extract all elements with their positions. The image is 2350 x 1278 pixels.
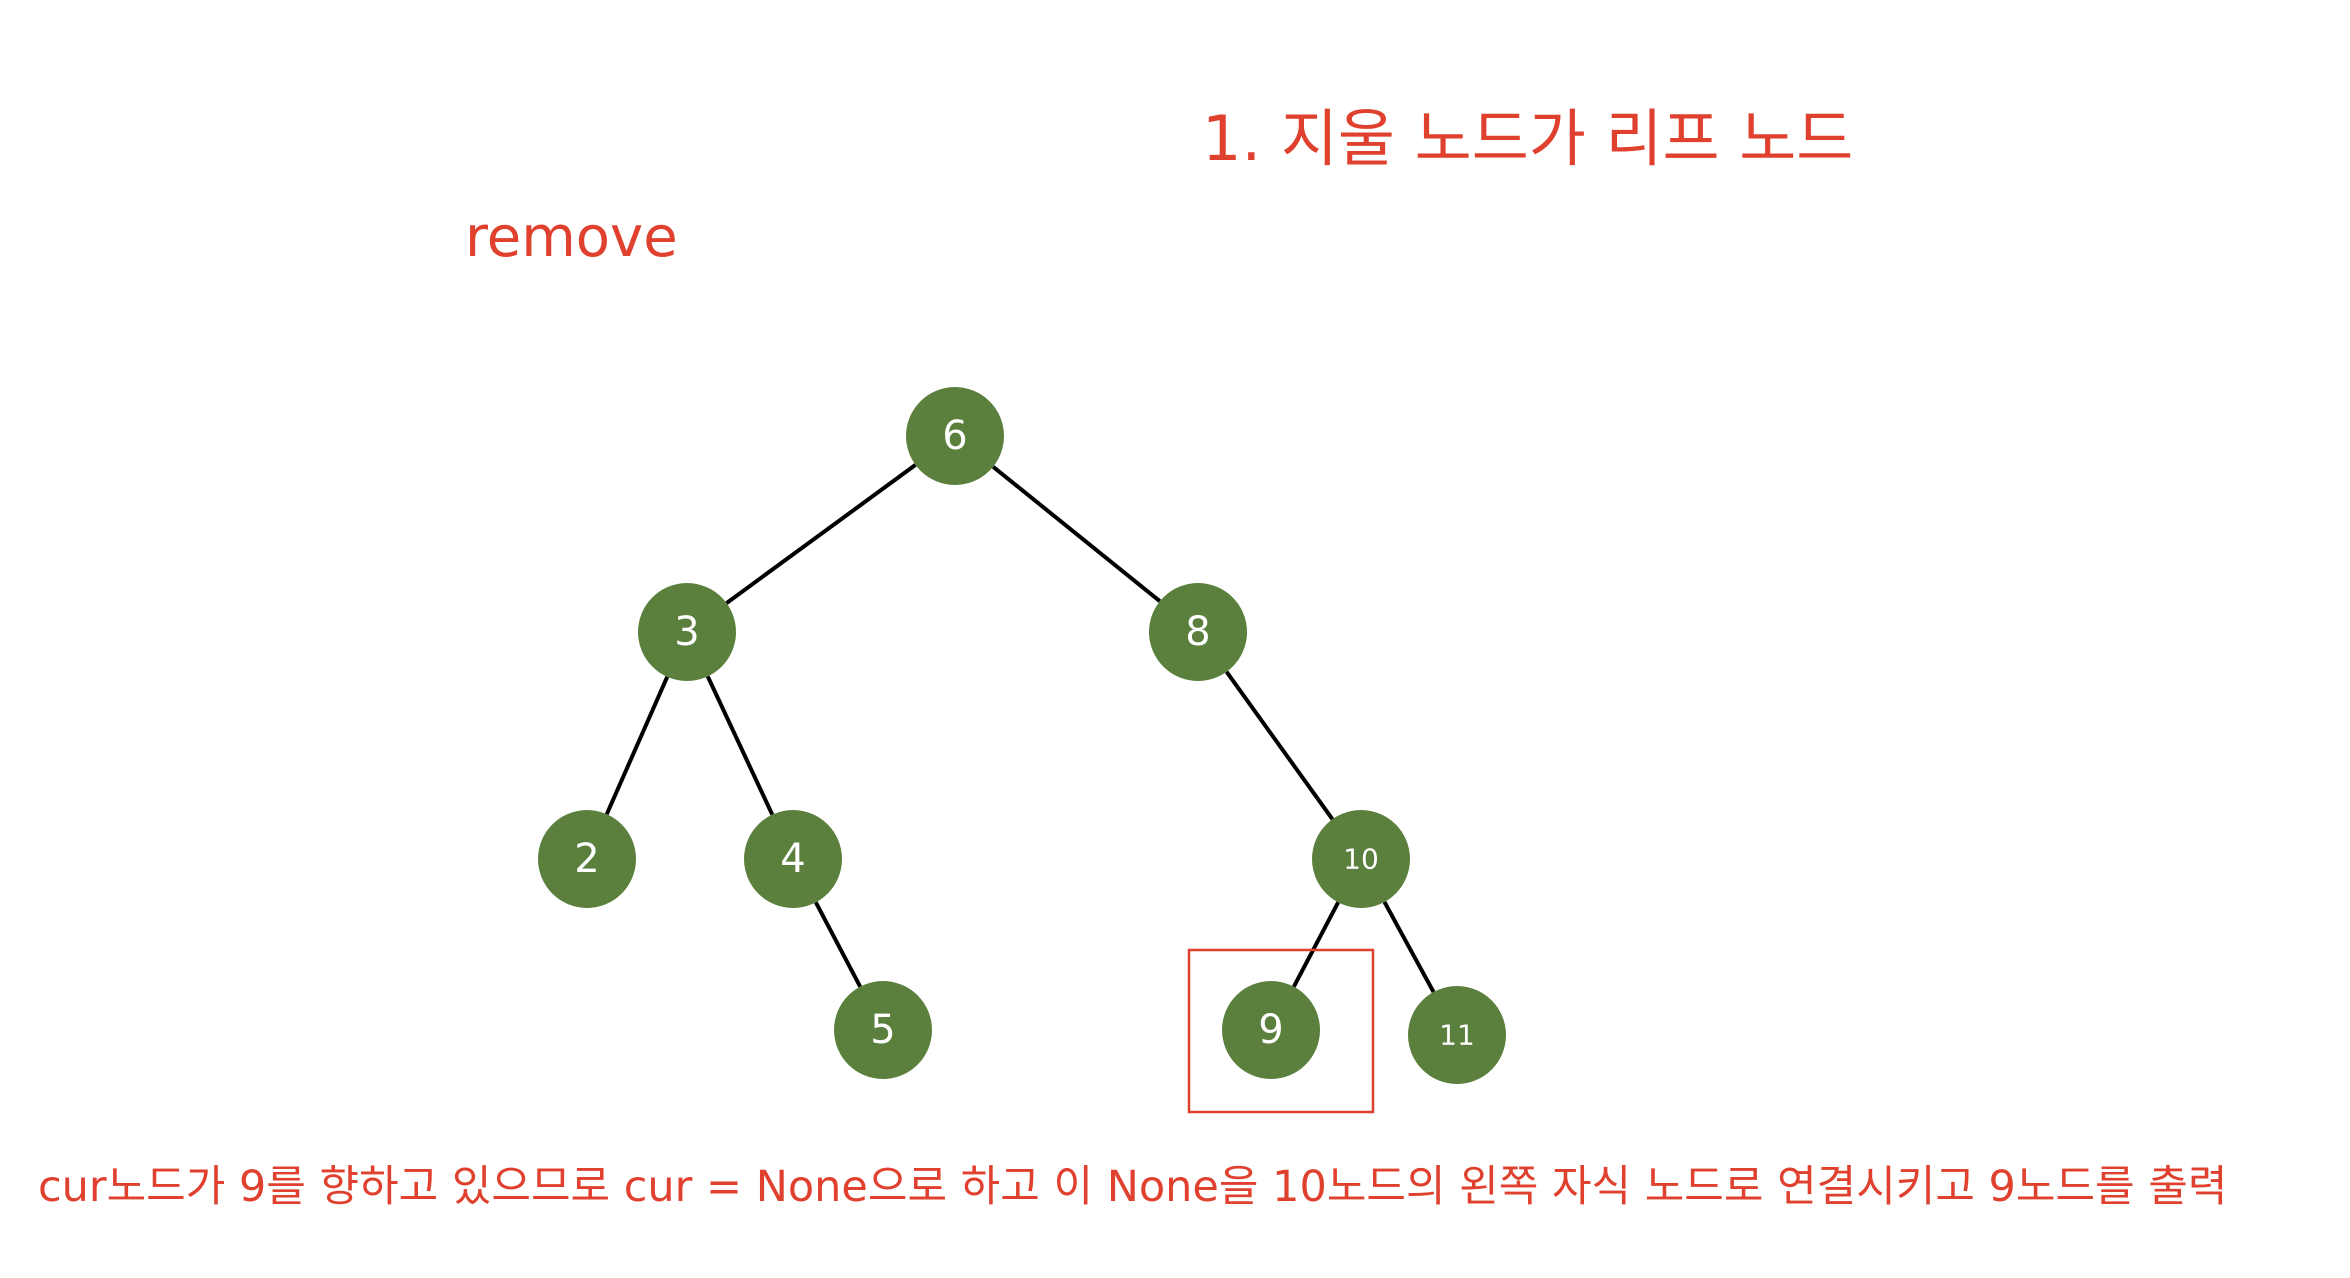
edges-layer <box>604 463 1436 993</box>
tree-node-11: 11 <box>1408 986 1506 1084</box>
tree-node-label: 9 <box>1258 1007 1283 1053</box>
tree-node-circle <box>1408 986 1506 1084</box>
highlight-box <box>1187 948 1375 1114</box>
tree-node-5: 5 <box>834 981 932 1079</box>
tree-node-6: 6 <box>906 387 1004 485</box>
tree-node-10: 10 <box>1312 810 1410 908</box>
tree-node-circle <box>638 583 736 681</box>
tree-node-label: 5 <box>870 1007 895 1053</box>
tree-node-2: 2 <box>538 810 636 908</box>
tree-edge <box>725 463 917 605</box>
tree-node-circle <box>538 810 636 908</box>
tree-node-circle <box>1222 981 1320 1079</box>
tree-node-label: 10 <box>1343 843 1379 876</box>
tree-node-circle <box>744 810 842 908</box>
tree-node-label: 4 <box>780 836 805 882</box>
operation-label: remove <box>465 205 678 270</box>
tree-node-circle <box>1312 810 1410 908</box>
nodes-layer: 6 3 8 2 4 10 5 9 11 <box>538 387 1506 1084</box>
tree-node-circle <box>906 387 1004 485</box>
tree-edge <box>1224 670 1335 821</box>
tree-node-label: 11 <box>1439 1019 1475 1052</box>
tree-edge <box>604 676 670 815</box>
tree-edge <box>705 675 775 816</box>
tree-node-9: 9 <box>1222 981 1320 1079</box>
tree-edge <box>814 901 862 988</box>
tree-node-circle <box>834 981 932 1079</box>
tree-node-label: 8 <box>1185 609 1210 655</box>
tree-node-label: 6 <box>942 413 967 459</box>
tree-node-label: 3 <box>674 609 699 655</box>
tree-node-4: 4 <box>744 810 842 908</box>
tree-node-label: 2 <box>574 836 599 882</box>
caption-text: cur노드가 9를 향하고 있으므로 cur = None으로 하고 이 Non… <box>38 1162 2228 1212</box>
diagram-title: 1. 지울 노드가 리프 노드 <box>1202 102 1854 175</box>
tree-edge <box>1382 901 1436 993</box>
tree-node-8: 8 <box>1149 583 1247 681</box>
tree-node-3: 3 <box>638 583 736 681</box>
tree-edge <box>991 465 1162 603</box>
tree-edge <box>1292 901 1340 988</box>
tree-node-circle <box>1149 583 1247 681</box>
